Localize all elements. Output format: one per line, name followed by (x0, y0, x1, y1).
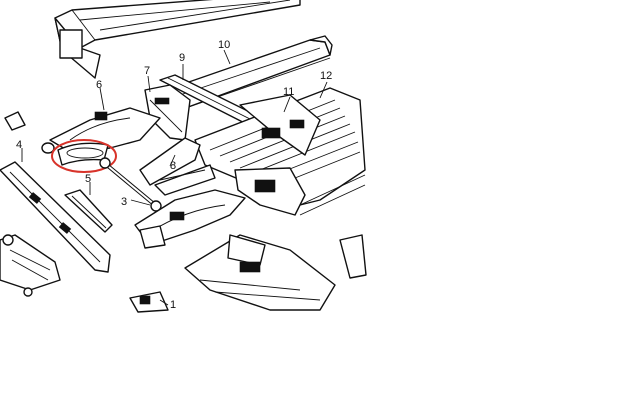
part-8-bracket (139, 137, 216, 196)
top-frame-rail (54, 0, 301, 79)
callout-1: 1 (170, 299, 176, 311)
callout-12: 12 (320, 70, 332, 82)
callout-labels: 1 3 4 5 6 7 8 9 10 11 12 (16, 39, 332, 311)
bottom-frame-structure (129, 234, 367, 313)
callout-8: 8 (170, 160, 176, 172)
part-4-beam (0, 161, 111, 273)
part-5-bracket (64, 189, 113, 233)
highlighted-arm-part (51, 139, 117, 173)
callout-3: 3 (121, 196, 127, 208)
leader-lines (21, 49, 328, 306)
callout-10: 10 (218, 39, 230, 51)
callout-4: 4 (16, 139, 22, 151)
part-3-rod (99, 157, 162, 212)
callout-7: 7 (144, 65, 150, 77)
callout-9: 9 (179, 52, 185, 64)
callout-11: 11 (283, 86, 294, 98)
red-highlight-circle (51, 139, 117, 173)
left-small-parts (0, 111, 61, 297)
lower-arm-assembly (134, 189, 246, 249)
callout-6: 6 (96, 79, 102, 91)
floor-panel-12 (194, 87, 366, 216)
callout-5: 5 (85, 173, 91, 185)
